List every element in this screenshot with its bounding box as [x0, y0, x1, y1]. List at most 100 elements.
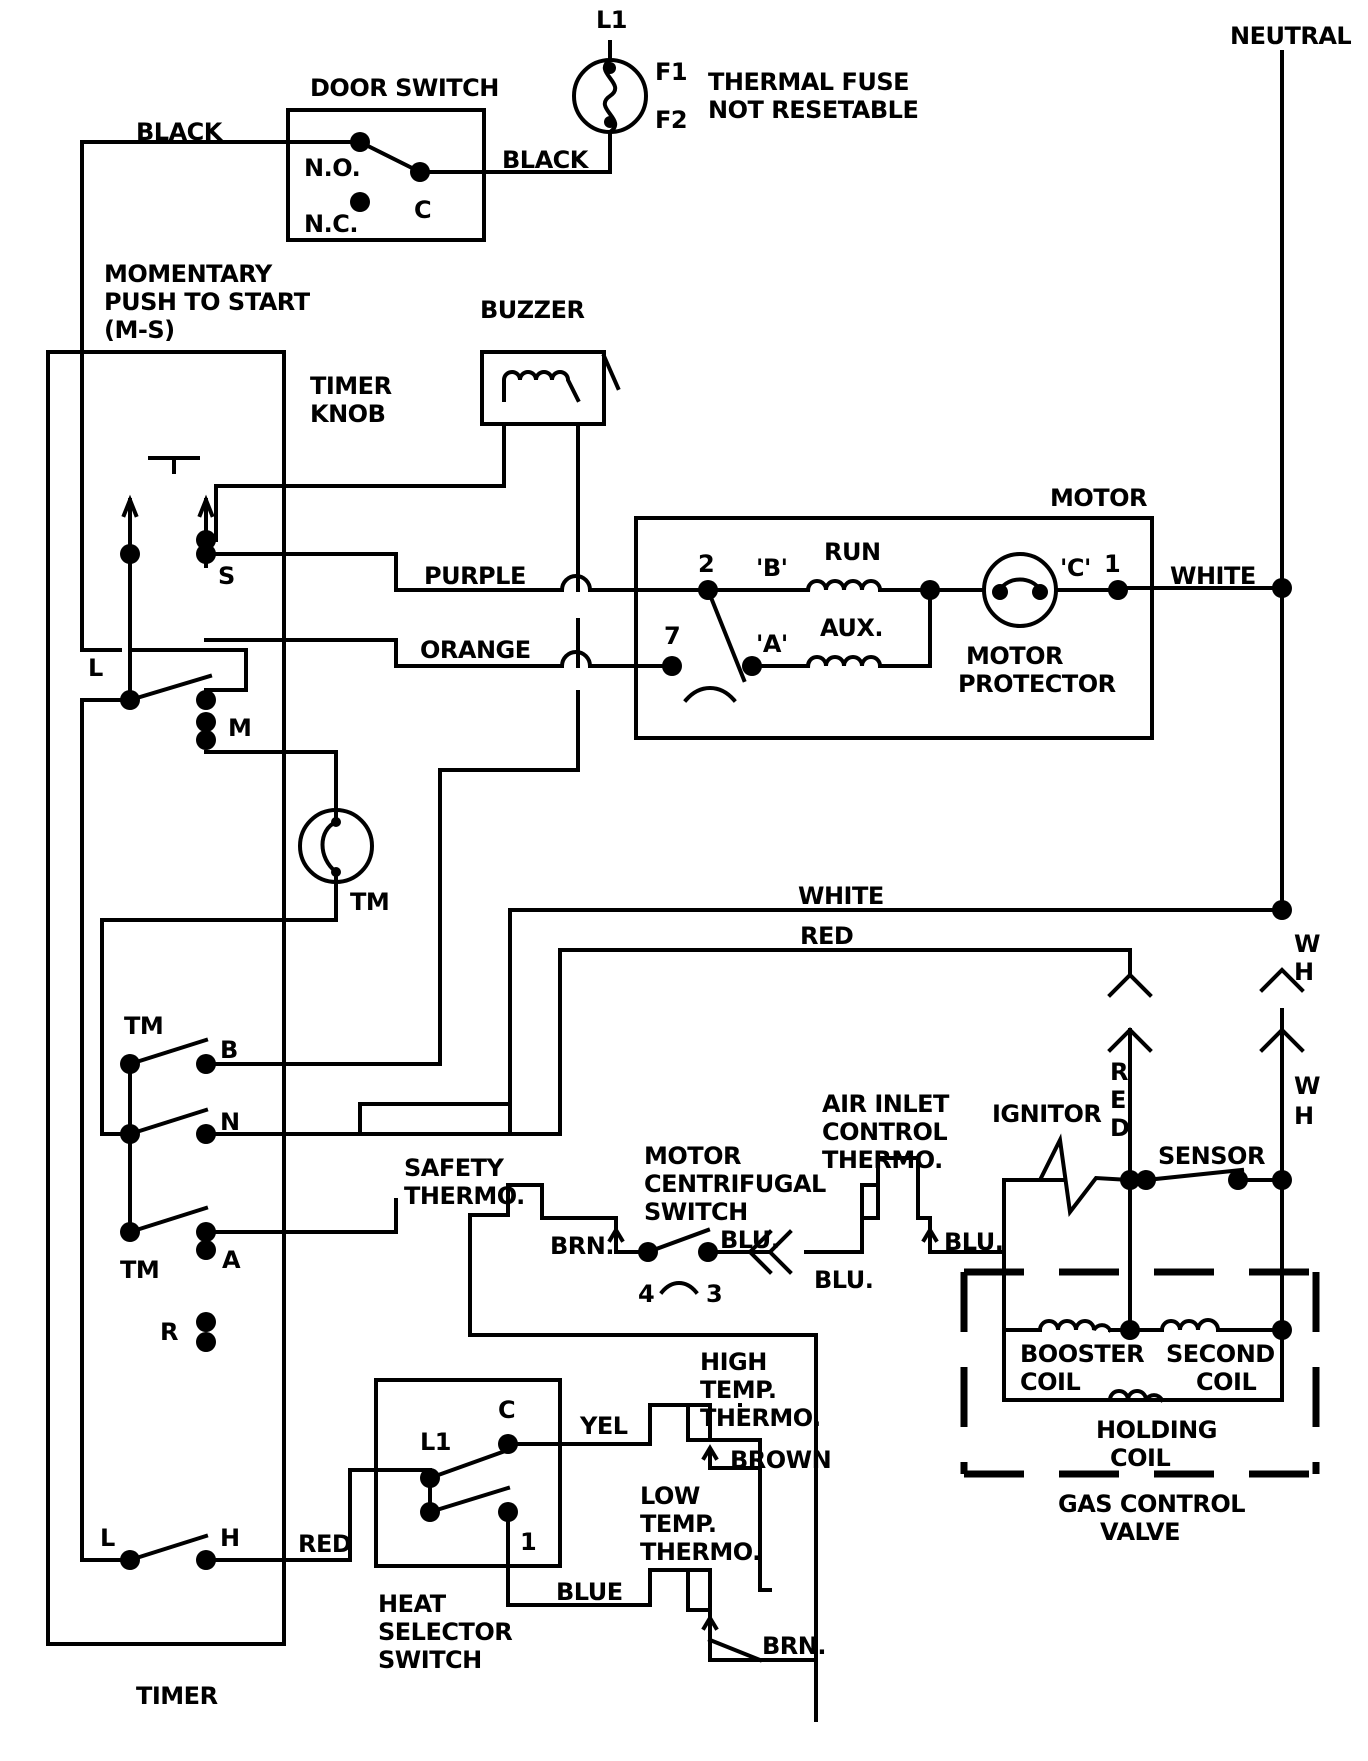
red-vertical-e: E	[1110, 1086, 1126, 1114]
door-switch	[286, 108, 486, 242]
high-temp-label: HIGH	[700, 1348, 767, 1376]
black-wire-right-label: BLACK	[502, 146, 590, 174]
buzzer-label: BUZZER	[480, 296, 584, 324]
low-temp-label: LOW	[640, 1482, 700, 1510]
s-terminal-label: S	[218, 562, 235, 590]
motor-label: MOTOR	[1050, 484, 1147, 512]
heat-l1-label: L1	[420, 1428, 451, 1456]
f1-label: F1	[655, 58, 687, 86]
door-nc-label: N.C.	[304, 210, 358, 238]
safety-thermo-label: SAFETY	[404, 1154, 505, 1182]
heat-selector-switch	[374, 1378, 562, 1568]
door-switch-label: DOOR SWITCH	[310, 74, 499, 102]
timer-n-label: N	[220, 1108, 240, 1136]
heat-c-label: C	[498, 1396, 515, 1424]
heat-term-1-label: 1	[520, 1528, 536, 1556]
booster-coil-label-2: COIL	[1020, 1368, 1080, 1396]
door-c-label: C	[414, 196, 431, 224]
gas-control-valve	[960, 1268, 1320, 1478]
centrifugal-switch-label: MOTOR	[644, 1142, 741, 1170]
air-inlet-label-3: THERMO.	[822, 1146, 943, 1174]
tm-b-label: TM	[124, 1012, 163, 1040]
timer-l-bottom-label: L	[100, 1524, 115, 1552]
yel-wire-label: YEL	[579, 1412, 628, 1440]
low-temp-label-3: THERMO.	[640, 1538, 761, 1566]
timer-terminal-r	[196, 1312, 216, 1352]
gas-valve-label-2: VALVE	[1100, 1518, 1180, 1546]
safety-thermo-label-2: THERMO.	[404, 1182, 525, 1210]
wh-lower-h-label: H	[1294, 1102, 1314, 1130]
blu-wire-label-1: BLU.	[720, 1226, 779, 1254]
momentary-label-2: PUSH TO START	[104, 288, 311, 316]
timer-knob-label-2: KNOB	[310, 400, 385, 428]
buzzer	[480, 350, 621, 426]
aux-winding-label: AUX.	[820, 614, 883, 642]
heat-selector-label: HEAT	[378, 1590, 447, 1618]
brn-bottom-wire-label: BRN.	[762, 1632, 826, 1660]
timer-switch-a	[120, 1205, 216, 1260]
booster-coil-label: BOOSTER	[1020, 1340, 1144, 1368]
momentary-label-3: (M-S)	[104, 316, 175, 344]
neutral-label: NEUTRAL	[1230, 22, 1351, 50]
air-inlet-thermostat	[860, 1156, 939, 1254]
push-to-start-switch	[120, 456, 216, 564]
thermal-fuse-label-2: NOT RESETABLE	[708, 96, 918, 124]
momentary-label: MOMENTARY	[104, 260, 273, 288]
air-inlet-label-2: CONTROL	[822, 1118, 947, 1146]
motor-term-7-label: 7	[664, 622, 680, 650]
neutral-junctions	[1259, 578, 1305, 1182]
red-vertical-d: D	[1110, 1114, 1129, 1142]
wh-upper-h-label: H	[1294, 958, 1314, 986]
timer-label: TIMER	[136, 1682, 218, 1710]
white-wire-top-label: WHITE	[1170, 562, 1256, 590]
tm-a-label: TM	[120, 1256, 159, 1284]
timer-frame	[46, 350, 286, 1646]
centrifugal-switch-label-3: SWITCH	[644, 1198, 748, 1226]
sensor-label: SENSOR	[1158, 1142, 1265, 1170]
f2-label: F2	[655, 106, 687, 134]
air-inlet-label: AIR INLET	[822, 1090, 950, 1118]
l1-label: L1	[596, 6, 627, 34]
timer-r-label: R	[160, 1318, 178, 1346]
timer-motor	[298, 808, 374, 884]
holding-coil-label: HOLDING	[1096, 1416, 1217, 1444]
red-wire-mid-label: RED	[800, 922, 853, 950]
high-temp-label-2: TEMP.	[700, 1376, 776, 1404]
timer-switch-l-h	[120, 1533, 216, 1570]
timer-h-bottom-label: H	[220, 1524, 240, 1552]
centrifugal-switch-label-2: CENTRIFUGAL	[644, 1170, 826, 1198]
red-vertical-r: R	[1110, 1058, 1128, 1086]
wh-lower-w-label: W	[1294, 1072, 1320, 1100]
wh-upper-w-label: W	[1294, 930, 1320, 958]
ignitor-sensor	[1002, 1133, 1292, 1218]
blu-wire-label-2: BLU.	[814, 1266, 873, 1294]
labels: L1 F1 F2 THERMAL FUSE NOT RESETABLE NEUT…	[88, 6, 1352, 1710]
second-coil-label-2: COIL	[1196, 1368, 1256, 1396]
timer-b-label: B	[220, 1036, 238, 1064]
low-temp-thermostat	[686, 1568, 763, 1663]
purple-wire-label: PURPLE	[424, 562, 526, 590]
safety-thermostat	[468, 1183, 544, 1220]
red-wire-bottom-label: RED	[298, 1530, 351, 1558]
motor-protector-label: MOTOR	[966, 642, 1063, 670]
timer-knob-label: TIMER	[310, 372, 392, 400]
brown-wire-label: BROWN	[730, 1446, 831, 1474]
holding-coil-label-2: COIL	[1110, 1444, 1170, 1472]
motor-term-2-label: 2	[698, 550, 714, 578]
motor-protector-label-2: PROTECTOR	[958, 670, 1116, 698]
second-coil-label: SECOND	[1166, 1340, 1275, 1368]
motor	[634, 516, 1154, 740]
high-temp-label-3: THERMO.	[700, 1404, 821, 1432]
motor-term-b-label: 'B'	[756, 554, 788, 582]
brn-wire-label: BRN.	[550, 1232, 614, 1260]
blue-wire-label: BLUE	[556, 1578, 623, 1606]
motor-centrifugal-switch	[607, 1226, 793, 1295]
timer-switch-b-n	[120, 1037, 216, 1144]
timer-motor-tm-label: TM	[350, 888, 389, 916]
motor-term-1-label: 1	[1104, 550, 1120, 578]
orange-wire-label: ORANGE	[420, 636, 531, 664]
red-connectors	[1107, 972, 1153, 1053]
door-no-label: N.O.	[304, 154, 360, 182]
